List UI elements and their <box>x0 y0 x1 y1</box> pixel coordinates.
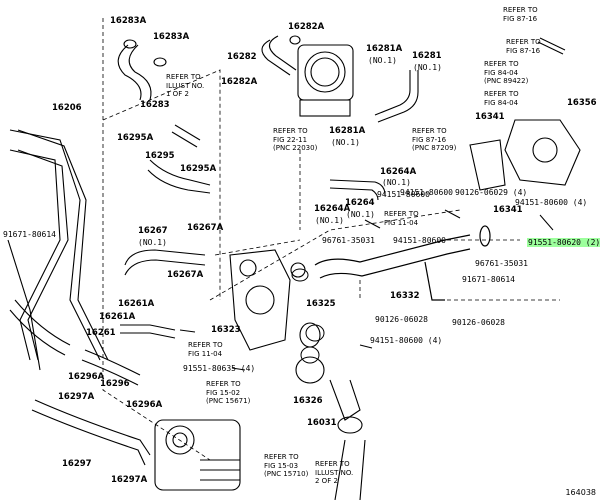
label-16282A: 16282A <box>288 22 325 32</box>
gaskets <box>291 268 325 364</box>
label-16296: 16296 <box>100 379 130 389</box>
bolts <box>179 37 566 371</box>
label-16296A: 16296A <box>126 400 163 410</box>
label-16341: 16341 <box>475 112 505 122</box>
note-refer-fig-22-11: REFER TO FIG 22-11 (PNC 22030) <box>273 127 318 152</box>
label-no1: (NO.1) <box>331 138 360 147</box>
label-16296A: 16296A <box>68 372 105 382</box>
label-94151-80600: 94151-80600 <box>377 190 430 199</box>
label-16281: 16281 <box>412 51 442 61</box>
hose-16282 <box>261 35 301 76</box>
hose-16264 <box>329 179 386 201</box>
label-16283A: 16283A <box>110 16 147 26</box>
hose-16261 <box>120 324 176 339</box>
label-96761-35031: 96761-35031 <box>475 259 528 268</box>
label-91551-80620[interactable]: 91551-80620 (2) <box>527 238 600 247</box>
label-16295A: 16295A <box>180 164 217 174</box>
hose-16295 <box>147 124 211 194</box>
label-94151-80600: 94151-80600 (4) <box>515 198 588 207</box>
label-90126-06028: 90126-06028 <box>375 315 428 324</box>
label-16264: 16264 <box>345 198 375 208</box>
note-refer-fig-11-04: REFER TO FIG 11-04 <box>188 341 223 358</box>
label-16031: 16031 <box>307 418 337 428</box>
hose-16281 <box>374 70 419 123</box>
label-16297A: 16297A <box>111 475 148 485</box>
label-16297: 16297 <box>62 459 92 469</box>
label-91671-80614: 91671-80614 <box>3 230 56 239</box>
label-91671-80614: 91671-80614 <box>462 275 515 284</box>
hose-16296 <box>9 299 151 466</box>
label-16325: 16325 <box>306 299 336 309</box>
pipe-16206 <box>7 129 109 371</box>
label-16283: 16283 <box>140 100 170 110</box>
note-refer-fig-87-16: REFER TO FIG 87-16 <box>503 6 538 23</box>
label-16261A: 16261A <box>118 299 155 309</box>
hose-16283 <box>117 39 167 101</box>
label-16332: 16332 <box>390 291 420 301</box>
label-94151-80600: 94151-80600 <box>400 188 453 197</box>
label-no1: (NO.1) <box>346 210 375 219</box>
note-refer-fig-87-16: REFER TO FIG 87-16 <box>506 38 541 55</box>
label-94151-80600: 94151-80600 <box>393 236 446 245</box>
label-no1: (NO.1) <box>368 56 397 65</box>
label-94151-80600: 94151-80600 (4) <box>370 336 443 345</box>
outlet-16356 <box>469 119 581 191</box>
label-16267A: 16267A <box>167 270 204 280</box>
label-16295: 16295 <box>145 151 175 161</box>
label-no1: (NO.1) <box>315 216 344 225</box>
oil-cooler <box>154 419 241 491</box>
label-16356: 16356 <box>567 98 597 108</box>
highlighted-part[interactable]: 91551-80620 (2) <box>527 238 600 247</box>
label-16281A: 16281A <box>366 44 403 54</box>
label-16281A: 16281A <box>329 126 366 136</box>
label-16267A: 16267A <box>187 223 224 233</box>
note-refer-fig-11-04: REFER TO FIG 11-04 <box>384 210 419 227</box>
note-refer-fig-84-04: REFER TO FIG 84-04 (PNC 89422) <box>484 60 529 85</box>
label-16282A: 16282A <box>221 77 258 87</box>
label-no1: (NO.1) <box>138 238 167 247</box>
label-16264A: 16264A <box>380 167 417 177</box>
note-refer-fig-15-02: REFER TO FIG 15-02 (PNC 15671) <box>206 380 251 405</box>
note-refer-fig-84-04: REFER TO FIG 84-04 <box>484 90 519 107</box>
label-16261: 16261 <box>86 328 116 338</box>
hose-16267 <box>124 249 206 276</box>
label-90126-06028: 90126-06028 <box>452 318 505 327</box>
label-16261A: 16261A <box>99 312 136 322</box>
label-no1: (NO.1) <box>413 63 442 72</box>
label-90126-06029: 90126-06029 (4) <box>455 188 528 197</box>
label-16267: 16267 <box>138 226 168 236</box>
label-16206: 16206 <box>52 103 82 113</box>
label-no1: (NO.1) <box>382 178 411 187</box>
note-refer-fig-87-16: REFER TO FIG 87-16 (PNC 87209) <box>412 127 457 152</box>
label-96761-35031: 96761-35031 <box>322 236 375 245</box>
label-16323: 16323 <box>211 325 241 335</box>
label-16326: 16326 <box>293 396 323 406</box>
label-91551-80635: 91551-80635 (4) <box>183 364 256 373</box>
label-16297A: 16297A <box>58 392 95 402</box>
label-16283A: 16283A <box>153 32 190 42</box>
illustration-id: 164038 <box>565 488 596 497</box>
label-16341: 16341 <box>493 205 523 215</box>
label-16264A: 16264A <box>314 204 351 214</box>
note-refer-illust-2: REFER TO ILLUST NO. 2 OF 2 <box>315 460 354 485</box>
label-16282: 16282 <box>227 52 257 62</box>
note-refer-fig-15-03: REFER TO FIG 15-03 (PNC 15710) <box>264 453 309 478</box>
housing-16323 <box>229 249 306 351</box>
pipe-16332 <box>314 225 491 301</box>
note-refer-illust: REFER TO ILLUST NO. 1 OF 2 <box>166 73 205 98</box>
label-16295A: 16295A <box>117 133 154 143</box>
throttle-body <box>297 44 354 117</box>
